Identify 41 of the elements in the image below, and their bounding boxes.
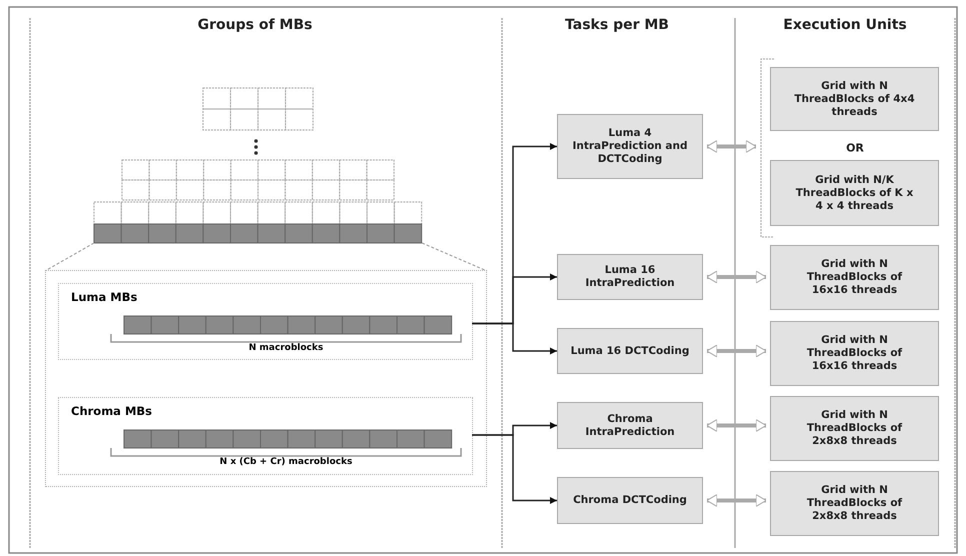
execution-unit-box bbox=[770, 67, 939, 131]
box-text: Grid with N ThreadBlocks of 16x16 threads bbox=[806, 258, 904, 297]
box-text: Luma 4 IntraPrediction and DCTCoding bbox=[571, 127, 689, 166]
zoom-outline bbox=[45, 270, 487, 487]
box-text: Grid with N/K ThreadBlocks of K x 4 x 4 threads bbox=[794, 174, 914, 212]
arrow bbox=[472, 322, 557, 354]
macroblock-group bbox=[58, 397, 473, 475]
count-label: N x (Cb + Cr) macroblocks bbox=[220, 457, 352, 467]
group-title: Chroma MBs bbox=[71, 404, 152, 418]
box-text: Luma 16 DCTCoding bbox=[570, 344, 690, 358]
execution-unit-box bbox=[770, 245, 939, 310]
box-text: Chroma IntraPrediction bbox=[584, 412, 676, 438]
execution-unit-box bbox=[770, 160, 939, 226]
column-heading: Groups of MBs bbox=[198, 17, 312, 33]
task-box bbox=[557, 477, 703, 524]
execution-unit-box bbox=[770, 396, 939, 461]
double-arrow bbox=[706, 270, 766, 284]
double-arrow bbox=[706, 140, 756, 153]
alternative-label: OR bbox=[846, 142, 864, 154]
column-heading: Tasks per MB bbox=[565, 17, 669, 33]
task-box bbox=[557, 114, 703, 179]
group-title: Luma MBs bbox=[71, 290, 138, 304]
box-text: Luma 16 IntraPrediction bbox=[584, 264, 676, 290]
box-text: Grid with N ThreadBlocks of 4x4 threads bbox=[793, 80, 916, 118]
box-text: Chroma DCTCoding bbox=[573, 494, 687, 507]
column-heading: Execution Units bbox=[783, 17, 907, 33]
double-arrow bbox=[706, 419, 766, 432]
option-bracket bbox=[760, 58, 940, 238]
box-text: Grid with N ThreadBlocks of 2x8x8 threads bbox=[806, 484, 904, 523]
macroblock-group bbox=[58, 283, 473, 360]
task-box bbox=[557, 402, 703, 449]
task-box bbox=[557, 254, 703, 300]
box-text: Grid with N ThreadBlocks of 2x8x8 threads bbox=[806, 409, 904, 448]
box-text: Grid with N ThreadBlocks of 16x16 threads bbox=[806, 334, 904, 373]
arrow bbox=[472, 434, 557, 504]
execution-unit-box bbox=[770, 471, 939, 536]
task-box bbox=[557, 328, 703, 374]
double-arrow bbox=[706, 344, 766, 358]
double-arrow bbox=[706, 494, 766, 507]
count-label: N macroblocks bbox=[248, 343, 324, 353]
execution-unit-box bbox=[770, 321, 939, 386]
